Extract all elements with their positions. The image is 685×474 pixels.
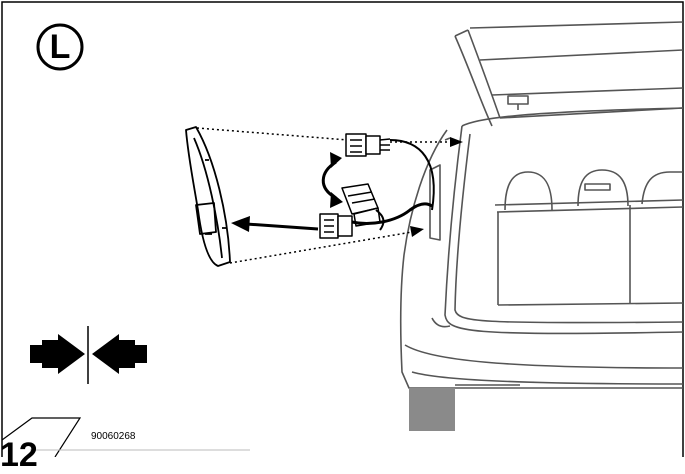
mud-flap	[409, 388, 455, 431]
step-badge-icon	[36, 23, 84, 71]
guide-lines	[196, 127, 450, 264]
figure-frame	[1, 1, 684, 457]
guide-arrow-lower	[410, 226, 424, 237]
part-number: 90060268	[91, 431, 136, 442]
tail-lamp-icon	[185, 126, 231, 267]
step-number: 12	[0, 436, 38, 474]
guide-arrow-upper	[450, 137, 463, 147]
wiring-connector-icon	[319, 133, 435, 239]
swap-arrow	[321, 152, 343, 208]
car-rear-tailgate-open-icon	[399, 21, 684, 389]
butt-joint-arrows-icon	[30, 326, 147, 384]
insert-arrow	[231, 216, 319, 232]
step-letter: L	[49, 28, 71, 66]
installation-figure	[1, 1, 684, 457]
page-mark	[1, 417, 250, 457]
